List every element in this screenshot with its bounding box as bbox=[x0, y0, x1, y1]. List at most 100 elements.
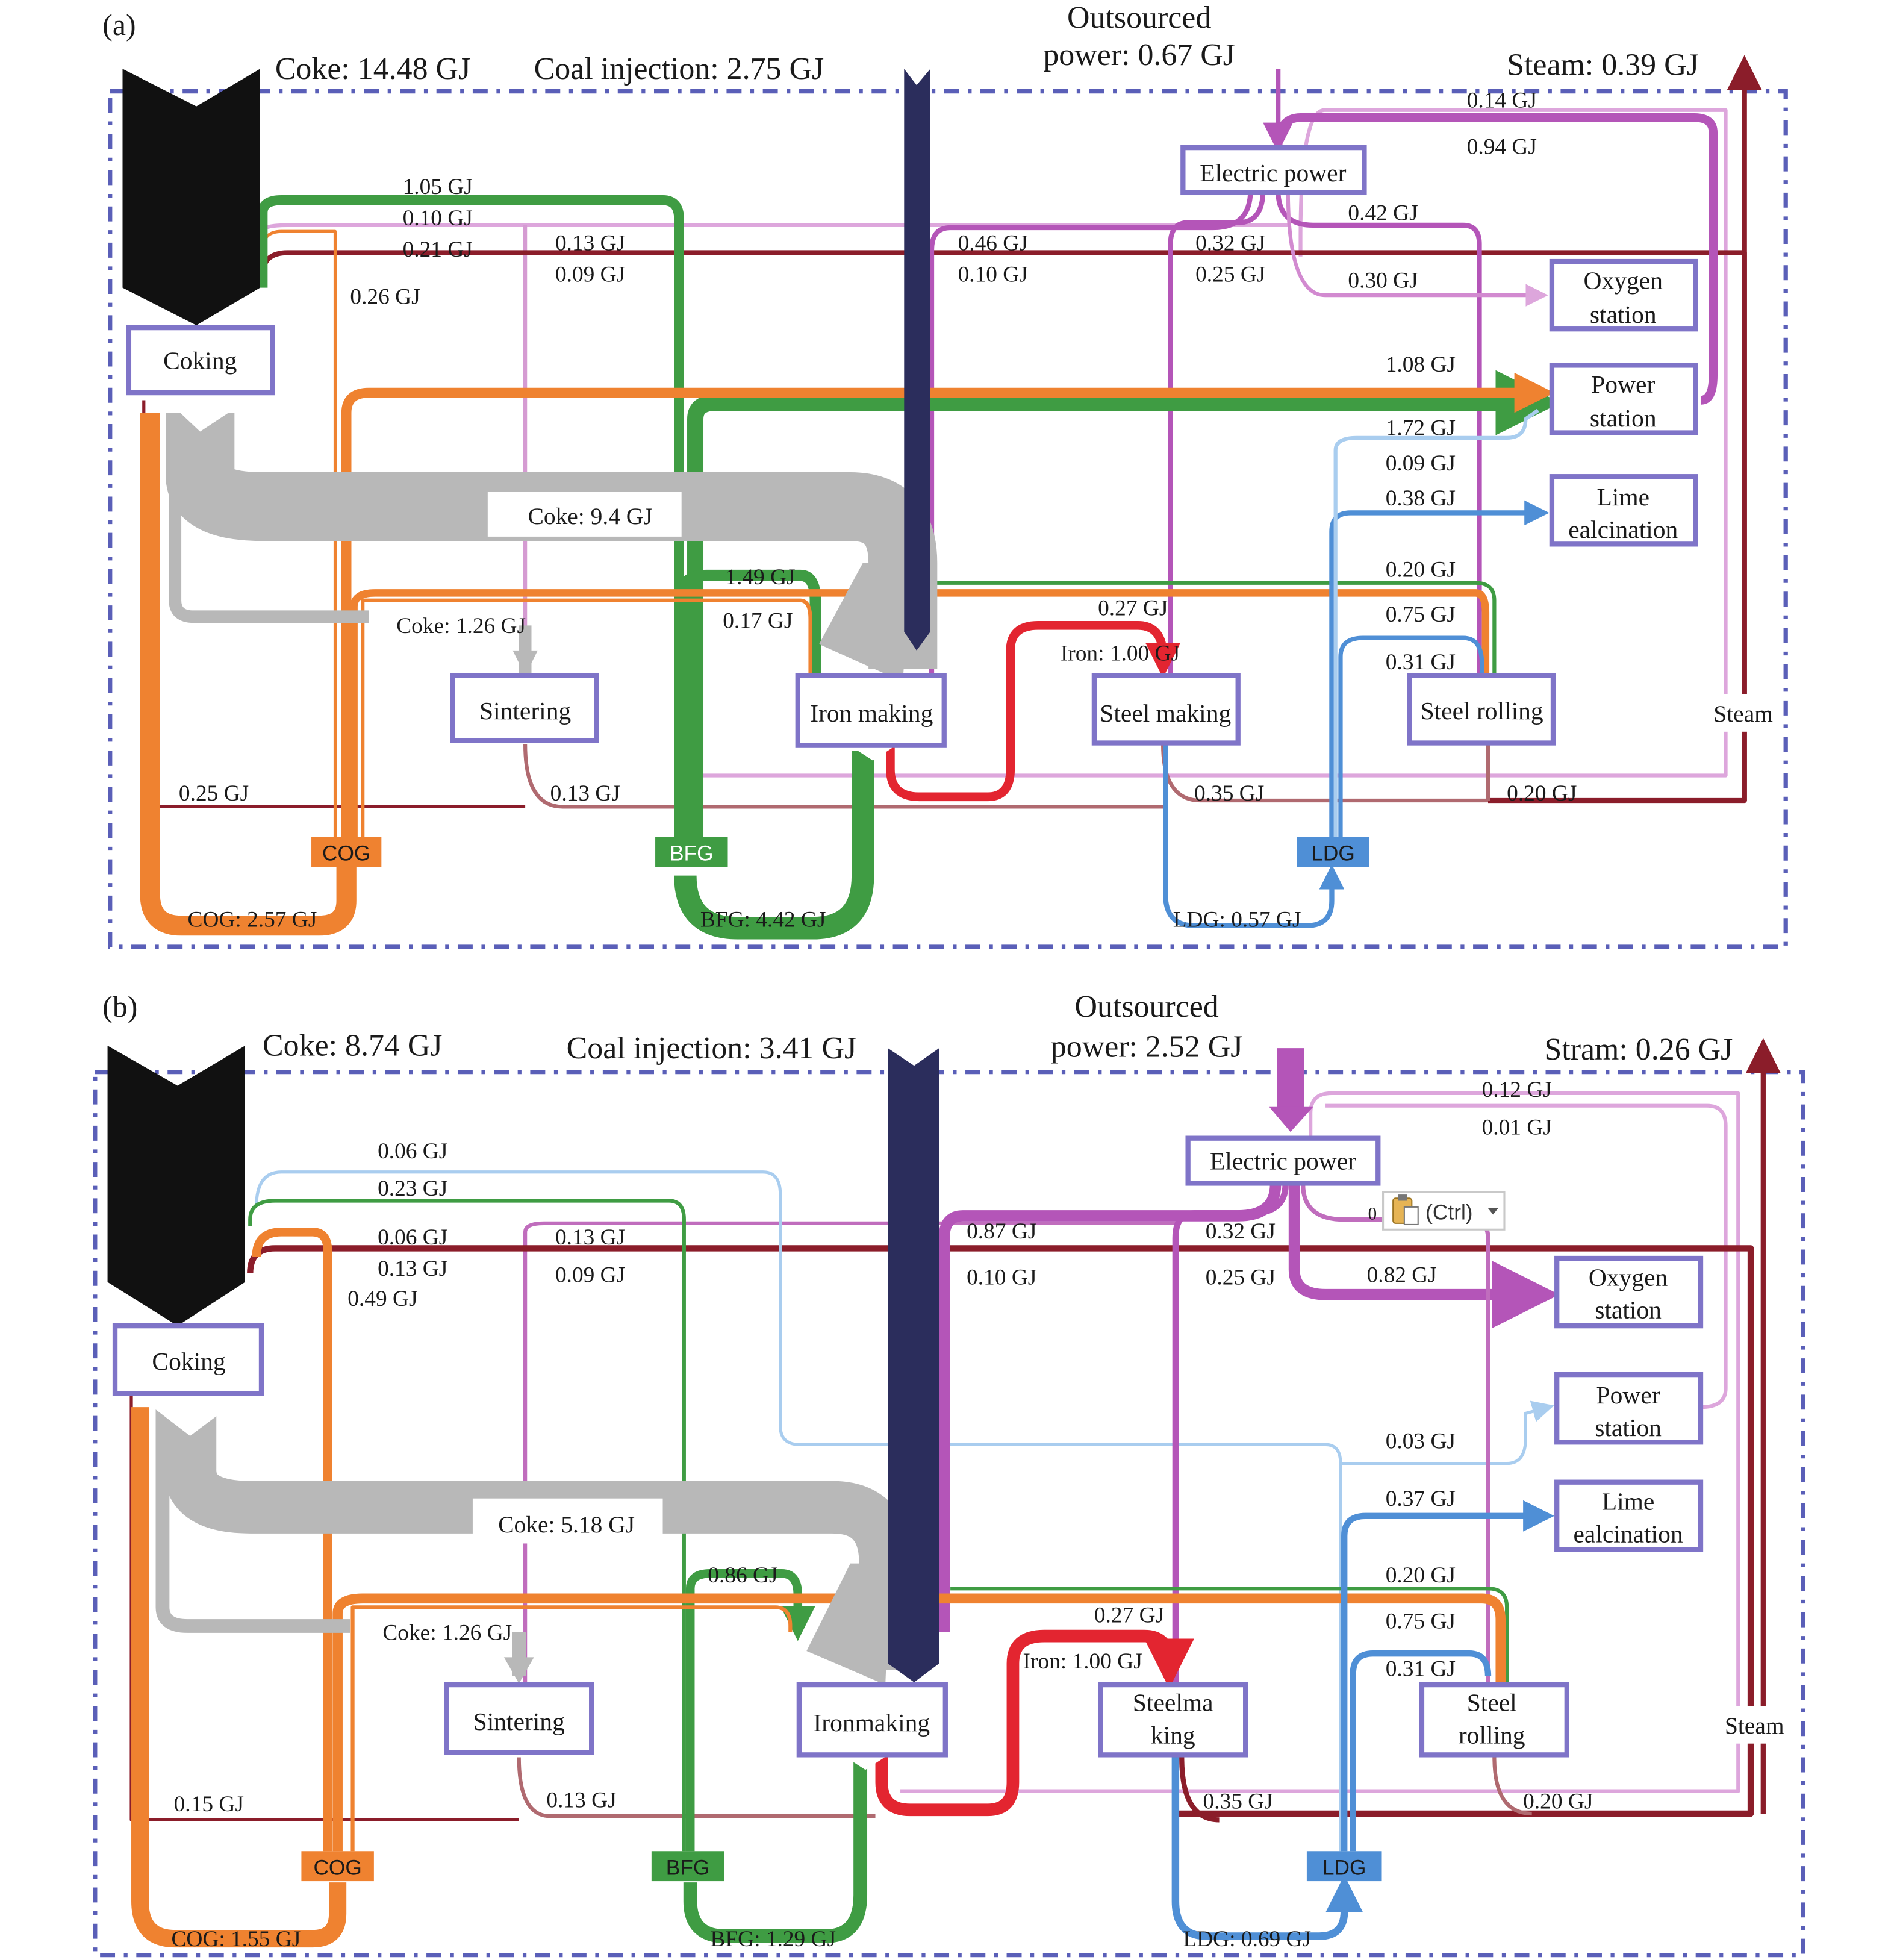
flow-label: 0.32 GJ bbox=[1195, 231, 1265, 255]
flow-coking-to-cog bbox=[140, 413, 357, 936]
flow-label: 0.12 GJ bbox=[1482, 1078, 1552, 1102]
node-electric-power[interactable]: Electric power bbox=[1180, 145, 1367, 196]
flow-label: 0.25 GJ bbox=[1195, 262, 1265, 287]
node-steelrolling[interactable]: Steel rolling bbox=[1419, 1682, 1569, 1758]
flow-steelmaking-to-ldg bbox=[1171, 1757, 1363, 1940]
flow-label: 1.72 GJ bbox=[1386, 416, 1456, 441]
flow-ldg-to-lime bbox=[1341, 1500, 1555, 1852]
flow-label: 0.13 GJ bbox=[378, 1256, 447, 1281]
gas-cog[interactable]: COG bbox=[301, 1851, 374, 1882]
flow-label: 0.86 GJ bbox=[708, 1563, 777, 1588]
flow-label: 0.75 GJ bbox=[1386, 1609, 1456, 1634]
node-steelmaking[interactable]: Steel making bbox=[1091, 673, 1241, 746]
node-coking[interactable]: Coking bbox=[126, 325, 275, 396]
paste-options-label: (Ctrl) bbox=[1425, 1201, 1472, 1225]
outsourced-power-label-2: power: 2.52 GJ bbox=[1051, 1030, 1243, 1064]
flow-label: 0.06 GJ bbox=[378, 1139, 447, 1164]
steam-output-label: Stram: 0.26 GJ bbox=[1544, 1032, 1733, 1067]
flow-label: Coke: 1.26 GJ bbox=[382, 1620, 512, 1645]
node-steelmaking-label-1: Steelma bbox=[1133, 1689, 1213, 1717]
node-electric-power[interactable]: Electric power bbox=[1185, 1135, 1381, 1186]
flow-label: 0.26 GJ bbox=[350, 285, 420, 310]
flow-label: 0.06 GJ bbox=[378, 1225, 447, 1250]
node-steam-label: Steam bbox=[1713, 701, 1773, 727]
node-sintering[interactable]: Sintering bbox=[450, 673, 599, 743]
gas-cog-label: COG bbox=[322, 842, 370, 866]
node-oxygen-label-1: Oxygen bbox=[1584, 267, 1663, 295]
node-oxygen-label-2: station bbox=[1590, 301, 1657, 328]
flow-steelmaking-to-ldg bbox=[1163, 744, 1345, 928]
node-steelrolling-label-1: Steel bbox=[1467, 1689, 1517, 1717]
flow-electric-to-oxygen bbox=[1288, 1184, 1560, 1329]
flow-power-station-to-electric bbox=[1273, 113, 1718, 405]
flow-label: 0.49 GJ bbox=[347, 1287, 417, 1311]
flow-label: 0.01 GJ bbox=[1482, 1115, 1552, 1140]
node-steelrolling-label: Steel rolling bbox=[1421, 697, 1543, 725]
flow-label: 0.25 GJ bbox=[179, 781, 249, 806]
node-power-label-2: station bbox=[1595, 1414, 1662, 1441]
flow-electric-to-sintering bbox=[523, 1221, 1176, 1684]
flow-label: 0.23 GJ bbox=[378, 1176, 447, 1201]
node-ironmaking[interactable]: Ironmaking bbox=[796, 1682, 948, 1758]
coal-injection-label: Coal injection: 3.41 GJ bbox=[567, 1031, 857, 1066]
flow-electric-to-steelrolling bbox=[1275, 190, 1482, 676]
gas-bfg-label: BFG bbox=[670, 842, 714, 866]
steam-output-label: Steam: 0.39 GJ bbox=[1507, 48, 1699, 83]
node-steelrolling[interactable]: Steel rolling bbox=[1407, 673, 1556, 746]
flow-cog-to-ironmaking bbox=[350, 1605, 793, 1852]
flow-ldg-to-power-station bbox=[1340, 1400, 1554, 1465]
flow-label-coke-9-4: Coke: 9.4 GJ bbox=[528, 503, 653, 529]
gas-ldg-label: LDG bbox=[1311, 842, 1355, 866]
node-ironmaking[interactable]: Iron making bbox=[795, 673, 947, 748]
flow-label: 0.20 GJ bbox=[1386, 557, 1456, 582]
flow-label: 0.30 GJ bbox=[1348, 269, 1418, 293]
flow-label: 0.31 GJ bbox=[1386, 1657, 1456, 1682]
gas-bfg-label: BFG bbox=[666, 1856, 710, 1880]
gas-bfg[interactable]: BFG bbox=[651, 1851, 724, 1882]
flow-label: 0.42 GJ bbox=[1348, 201, 1418, 226]
coke-input-arrow bbox=[122, 69, 260, 325]
coal-injection-label: Coal injection: 2.75 GJ bbox=[534, 52, 824, 86]
flow-label: 0.35 GJ bbox=[1194, 781, 1264, 806]
gas-ldg[interactable]: LDG bbox=[1306, 1851, 1382, 1882]
flow-coke-to-sintering-horizontal bbox=[169, 413, 369, 623]
panel-a-tag: (a) bbox=[102, 8, 136, 42]
flow-electric-light-loop bbox=[700, 108, 1728, 778]
node-ironmaking-label: Ironmaking bbox=[813, 1709, 930, 1737]
gas-bfg[interactable]: BFG bbox=[655, 837, 728, 867]
flow-cog-to-coking bbox=[261, 229, 337, 851]
flow-cog-to-coking bbox=[252, 1228, 332, 1852]
node-coking[interactable]: Coking bbox=[112, 1323, 264, 1396]
node-steelrolling-label-2: rolling bbox=[1459, 1721, 1525, 1749]
flow-ldg-to-coking bbox=[255, 1170, 1342, 1852]
node-sintering[interactable]: Sintering bbox=[444, 1682, 594, 1755]
flow-label: LDG: 0.69 GJ bbox=[1183, 1927, 1311, 1952]
flow-label: BFG: 1.29 GJ bbox=[710, 1927, 836, 1952]
flow-label: 0.35 GJ bbox=[1203, 1790, 1273, 1814]
flow-cog-to-ironmaking bbox=[361, 598, 812, 838]
paste-options-button[interactable]: 0 (Ctrl) bbox=[1368, 1191, 1506, 1231]
node-oxygen-station[interactable]: Oxygen station bbox=[1549, 258, 1698, 332]
node-lime-label-2: ealcination bbox=[1568, 516, 1678, 543]
gas-cog[interactable]: COG bbox=[311, 837, 382, 867]
node-ironmaking-label: Iron making bbox=[810, 699, 933, 727]
flow-label: 0.20 GJ bbox=[1507, 781, 1577, 806]
flow-electric-to-ironmaking bbox=[938, 1184, 1282, 1632]
flow-label: 0.13 GJ bbox=[550, 781, 620, 806]
gas-ldg[interactable]: LDG bbox=[1297, 837, 1369, 867]
flow-label: 0.14 GJ bbox=[1467, 89, 1537, 113]
panel-a-frame bbox=[108, 89, 1788, 949]
flow-ldg-to-steelrolling bbox=[1350, 1650, 1492, 1852]
flow-iron-to-steelmaking bbox=[886, 621, 1181, 802]
flow-label: 0.10 GJ bbox=[403, 206, 473, 231]
ironmaking-output-notch bbox=[847, 744, 898, 761]
gas-ldg-label: LDG bbox=[1322, 1856, 1366, 1880]
flow-label: 0.09 GJ bbox=[1386, 451, 1456, 476]
gas-cog-label: COG bbox=[313, 1856, 361, 1880]
